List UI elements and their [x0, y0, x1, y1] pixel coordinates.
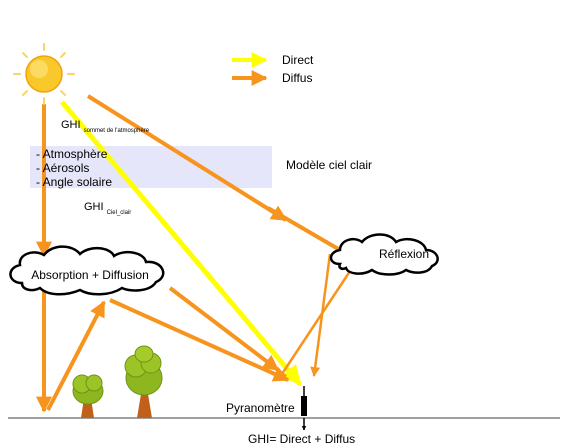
tree-icon: [124, 345, 163, 418]
ghi-clear-sub: Ciel_clair: [107, 210, 132, 216]
ground-to-cloud-arrow: [46, 300, 106, 411]
clear-sky-model-label: Modèle ciel clair: [286, 158, 372, 172]
sun-to-reflexion-arrow-a: [86, 94, 288, 222]
sun-icon: [13, 43, 75, 105]
factor-item-solar-angle: - Angle solaire: [36, 175, 112, 189]
factor-list: - Atmosphère - Aérosols - Angle solaire: [36, 147, 112, 189]
reflexion-to-pyranometer-arrow-b: [310, 253, 332, 377]
absorption-cloud-label: Absorption + Diffusion: [31, 268, 149, 282]
sun-to-reflexion-arrow-b: [266, 206, 342, 252]
legend-direct-label: Direct: [282, 53, 314, 67]
cloud-to-pyranometer-arrow-b: [109, 298, 290, 382]
factor-item-aerosols: - Aérosols: [36, 161, 89, 175]
absorption-cloud: Absorption + Diffusion: [9, 245, 165, 296]
reflexion-cloud-label: Réflexion: [379, 247, 429, 261]
direct-beam-arrow: [60, 100, 302, 386]
clear-sky-panel: [30, 146, 272, 188]
pyranometer-icon: [301, 386, 307, 416]
ghi-toa-main: GHI: [61, 119, 81, 131]
reflexion-cloud: Réflexion: [329, 233, 439, 276]
ghi-equation: GHI= Direct + Diffus: [248, 432, 355, 446]
legend: Direct Diffus: [232, 52, 314, 86]
pyranometer-label: Pyranomètre: [226, 401, 295, 415]
reflexion-to-pyranometer-arrow-a: [276, 255, 362, 381]
cloud-to-pyranometer-arrow-a: [168, 286, 280, 372]
factor-item-atmosphere: - Atmosphère: [36, 147, 108, 161]
legend-diffuse-label: Diffus: [282, 71, 312, 85]
ghi-toa-sub: sommet de l'atmosphère: [84, 128, 150, 134]
ghi-clear-label: GHI Ciel_clair: [84, 201, 131, 216]
tree-icon: [72, 374, 104, 418]
ghi-clear-main: GHI: [84, 201, 104, 213]
ghi-toa-label: GHI sommet de l'atmosphère: [61, 119, 150, 134]
diffuse-arrows: [36, 94, 362, 413]
